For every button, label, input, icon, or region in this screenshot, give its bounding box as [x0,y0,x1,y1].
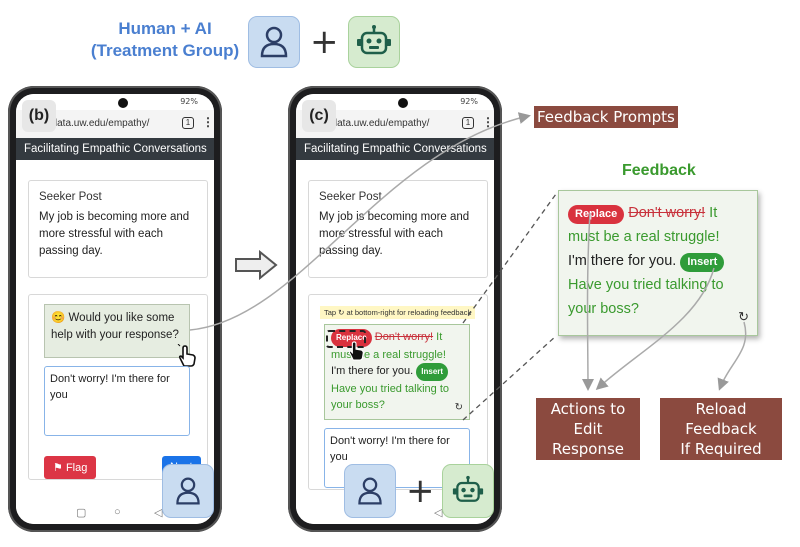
human-tile [248,16,300,68]
struck-text: Don't worry! [628,205,706,221]
callout-feedback-prompts: Feedback Prompts [534,106,678,128]
struck-text: Don't worry! [374,331,434,343]
plus-sign: + [310,22,339,62]
robot-icon [357,25,391,55]
more-menu-icon[interactable]: ⋮ [482,115,494,129]
callout-actions: Actions to Edit Response [536,398,640,460]
person-icon [358,477,382,505]
feedback-title: Feedback [622,162,696,179]
insert-text: Have you tried talking to your boss? [331,383,450,411]
status-bar: 92% [296,94,494,110]
plain-text: I'm there for you. [568,253,677,269]
header-title: Human + AI (Treatment Group) [90,19,240,60]
tab-count-icon[interactable]: 1 [462,117,474,129]
panel-b-label: (b) [22,100,56,132]
panel-c-label: (c) [302,100,336,132]
app-title: Facilitating Empathic Conversations [16,138,214,160]
person-icon [176,477,200,505]
home-icon[interactable]: ○ [114,506,121,518]
recents-icon[interactable]: ▢ [76,507,87,519]
seeker-post-card: Seeker Post My job is becoming more and … [28,180,208,278]
back-icon[interactable]: ◁ [154,507,163,519]
phone-b-screen: 92% bdata.uw.edu/empathy/ 1 ⋮ Facilitati… [16,94,214,524]
cursor-hand-icon [176,342,198,373]
seeker-post-heading: Seeker Post [39,191,102,203]
url-text[interactable]: bdata.uw.edu/empathy/ [326,118,430,129]
reload-icon[interactable]: ↻ [454,402,463,413]
robot-icon [452,475,484,502]
insert-text: Have you tried talking to your boss? [568,277,724,317]
response-textarea[interactable]: Don't worry! I'm there for you [44,366,190,436]
camera-dot [398,98,408,108]
cursor-hand-icon [346,340,366,367]
tab-count-icon[interactable]: 1 [182,117,194,129]
plain-text: I'm there for you. [331,365,414,377]
insert-button[interactable]: Insert [416,363,449,381]
human-tile-b [162,464,214,518]
status-bar: 92% [16,94,214,110]
flag-icon: ⚑ [53,462,63,474]
feedback-prompt[interactable]: 😊 Would you like some help with your res… [44,304,190,358]
human-tile-c [344,464,396,518]
url-text[interactable]: bdata.uw.edu/empathy/ [46,118,150,129]
prompt-text: Would you like some help with your respo… [51,312,179,341]
robot-tile-c [442,464,494,518]
seeker-post-heading: Seeker Post [319,191,382,203]
plus-sign-c: + [406,471,435,511]
more-menu-icon[interactable]: ⋮ [202,115,214,129]
insert-button[interactable]: Insert [680,253,725,272]
selection-highlight [326,330,366,348]
replacement-text: It must be a real struggle! [568,205,720,245]
robot-tile [348,16,400,68]
seeker-post-card: Seeker Post My job is becoming more and … [308,180,488,278]
replace-button[interactable]: Replace [331,329,372,347]
camera-dot [118,98,128,108]
seeker-post-text: My job is becoming more and more stressf… [319,211,470,257]
back-icon[interactable]: ◁ [434,507,443,519]
app-title: Facilitating Empathic Conversations [296,138,494,160]
seeker-post-text: My job is becoming more and more stressf… [39,211,190,257]
flag-button[interactable]: ⚑ Flag [44,456,97,479]
reload-tip: Tap ↻ at bottom-right for reloading feed… [320,306,476,319]
feedback-box-zoomed: Replace Don't worry! It must be a real s… [558,190,758,336]
phone-c-screen: 92% bdata.uw.edu/empathy/ 1 ⋮ Facilitati… [296,94,494,524]
replace-button[interactable]: Replace [568,205,625,224]
person-icon [260,26,288,58]
smile-emoji: 😊 [51,312,66,324]
callout-reload: Reload Feedback If Required [660,398,782,460]
arrow-right-icon [234,249,278,285]
reload-icon[interactable]: ↻ [738,309,749,324]
